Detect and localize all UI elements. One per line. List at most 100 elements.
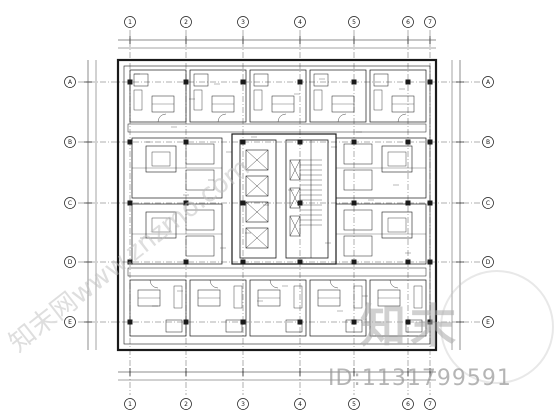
bathroom-top — [193, 73, 209, 87]
guest-room-bottom — [249, 279, 307, 337]
wardrobe — [173, 285, 183, 309]
axis-bubble-right — [482, 256, 494, 268]
bed-pillow — [387, 217, 407, 233]
guest-room-bottom — [309, 279, 367, 337]
shaft-cross — [289, 187, 301, 209]
guest-room-bottom — [129, 279, 187, 337]
wardrobe — [193, 89, 203, 111]
wardrobe — [373, 89, 383, 111]
wardrobe — [253, 89, 263, 111]
elevator-cross — [245, 227, 269, 249]
structural-column — [297, 319, 303, 325]
structural-column — [240, 79, 246, 85]
axis-bubble-right — [482, 197, 494, 209]
elevator-shaft — [245, 149, 269, 171]
wardrobe — [413, 285, 423, 309]
axis-bubble-top-label: 5 — [352, 19, 356, 26]
axis-bubble-left-label: D — [68, 259, 73, 266]
axis-bubble-left — [64, 256, 76, 268]
structural-column — [240, 319, 246, 325]
structural-column — [297, 259, 303, 265]
structural-column — [427, 259, 433, 265]
bathroom-bottom — [405, 319, 423, 333]
bathroom-bottom — [285, 319, 303, 333]
structural-column — [297, 79, 303, 85]
stair-core — [285, 139, 329, 259]
structural-column — [183, 319, 189, 325]
axis-bubble-left-label: A — [68, 79, 73, 86]
corridor-bottom — [127, 267, 427, 277]
door-swing — [329, 279, 339, 289]
structural-column — [297, 200, 303, 206]
elevator-bank-left — [239, 139, 277, 259]
structural-column — [183, 79, 189, 85]
structural-column — [351, 319, 357, 325]
axis-bubble-left — [64, 76, 76, 88]
axis-bubble-right-label: B — [486, 139, 490, 146]
elevator-shaft — [245, 201, 269, 223]
axis-bubble-top — [124, 16, 136, 28]
elevator-shaft — [245, 175, 269, 197]
structural-column — [427, 79, 433, 85]
structural-column — [183, 200, 189, 206]
door-swing — [269, 279, 279, 289]
guest-room-bottom — [369, 279, 427, 337]
structural-column — [405, 139, 411, 145]
bathroom-bottom — [225, 319, 243, 333]
structural-column — [405, 319, 411, 325]
axis-bubble-bottom — [124, 398, 136, 410]
axis-bubble-top — [180, 16, 192, 28]
wardrobe — [353, 285, 363, 309]
guest-room-bottom — [189, 279, 247, 337]
axis-bubble-bottom-label: 7 — [428, 401, 432, 408]
wardrobe — [133, 89, 143, 111]
axis-bubble-top — [237, 16, 249, 28]
door-swing — [277, 113, 287, 123]
structural-column — [183, 139, 189, 145]
axis-bubble-right — [482, 76, 494, 88]
axis-bubble-top-label: 4 — [298, 19, 302, 26]
shaft — [289, 159, 301, 181]
structural-column — [405, 79, 411, 85]
closet-right — [343, 169, 373, 191]
elevator-shaft — [245, 227, 269, 249]
bathroom-top — [253, 73, 269, 87]
bathroom-right — [343, 143, 373, 165]
axis-bubble-top-label: 7 — [428, 19, 432, 26]
central-core — [231, 133, 337, 265]
structural-column — [405, 200, 411, 206]
structural-column — [240, 259, 246, 265]
bed-right — [381, 145, 413, 173]
bathroom-bottom — [165, 319, 183, 333]
shaft-cross — [289, 215, 301, 237]
axis-bubble-left-label: E — [68, 319, 72, 326]
bed-pillow — [151, 151, 171, 167]
bathroom-right — [343, 209, 373, 231]
axis-bubble-bottom-label: 1 — [128, 401, 132, 408]
bathroom-left — [185, 143, 215, 165]
shaft — [289, 215, 301, 237]
bed-pillow — [387, 151, 407, 167]
door-swing — [209, 279, 219, 289]
bathroom-left — [185, 209, 215, 231]
axis-bubble-left — [64, 197, 76, 209]
structural-column — [351, 79, 357, 85]
bed-left — [145, 145, 177, 173]
watermark-logo: 知末 — [360, 299, 460, 353]
structural-column — [405, 259, 411, 265]
axis-bubble-top-label: 1 — [128, 19, 132, 26]
bathroom-top — [313, 73, 329, 87]
axis-bubble-bottom — [294, 398, 306, 410]
structural-column — [351, 139, 357, 145]
bed-left — [145, 211, 177, 239]
axis-bubble-right-label: D — [486, 259, 491, 266]
structural-column — [183, 259, 189, 265]
door-swing — [337, 113, 347, 123]
structural-column — [240, 200, 246, 206]
axis-bubble-top — [424, 16, 436, 28]
axis-bubble-bottom-label: 5 — [352, 401, 356, 408]
axis-bubble-bottom — [237, 398, 249, 410]
structural-column — [240, 139, 246, 145]
axis-bubble-bottom — [402, 398, 414, 410]
shaft — [289, 187, 301, 209]
